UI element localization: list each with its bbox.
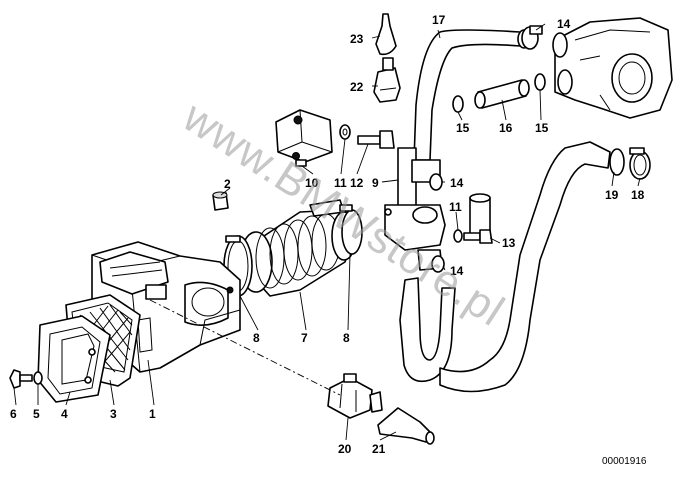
callout-10: 10 xyxy=(305,176,319,190)
clamp-8-right xyxy=(339,204,363,255)
callout-17: 17 xyxy=(432,13,446,27)
callout-1: 1 xyxy=(149,407,156,421)
intake-casting xyxy=(552,17,673,119)
callouts: 1 2 3 4 5 6 7 8 8 9 10 11 11 12 13 14 14… xyxy=(10,13,645,456)
clamp-14-low xyxy=(431,255,445,273)
callout-14-mid: 14 xyxy=(450,176,464,190)
washer-5 xyxy=(33,371,43,385)
seal-15-right xyxy=(534,73,546,91)
pipe-16 xyxy=(452,73,546,113)
callout-22: 22 xyxy=(350,80,364,94)
cap-23 xyxy=(375,13,397,56)
alignment-line xyxy=(149,299,341,396)
callout-19: 19 xyxy=(605,188,619,202)
callout-11-top: 11 xyxy=(334,176,347,190)
callout-13: 13 xyxy=(502,236,516,250)
callout-15-left: 15 xyxy=(456,121,470,135)
callout-12: 12 xyxy=(350,176,364,190)
callout-20: 20 xyxy=(338,442,352,456)
hose-17 xyxy=(399,29,625,393)
boot-21 xyxy=(377,407,435,445)
bolt-13 xyxy=(453,229,493,244)
callout-16: 16 xyxy=(499,121,513,135)
callout-9: 9 xyxy=(372,176,379,190)
sensor-22 xyxy=(373,57,401,103)
bracket-10 xyxy=(275,109,333,167)
hose-clamp-18 xyxy=(629,147,651,180)
cover-4 xyxy=(37,315,111,403)
idle-valve-9 xyxy=(384,147,446,273)
callout-23: 23 xyxy=(350,32,364,46)
callout-18: 18 xyxy=(631,188,645,202)
callout-11-right: 11 xyxy=(449,200,462,214)
callout-8-right: 8 xyxy=(343,331,350,345)
callout-14-top: 14 xyxy=(557,17,571,31)
callout-6: 6 xyxy=(10,407,17,421)
cap-2 xyxy=(212,191,229,211)
callout-8-left: 8 xyxy=(253,331,260,345)
callout-3: 3 xyxy=(110,407,117,421)
callout-4: 4 xyxy=(61,407,68,421)
washer-11 xyxy=(339,124,351,140)
clamp-14-mid xyxy=(429,173,443,191)
seal-15-left xyxy=(452,95,464,113)
leader-lines xyxy=(13,23,641,441)
screw-6 xyxy=(9,369,33,389)
callout-15-right: 15 xyxy=(535,121,549,135)
bolt-12 xyxy=(357,130,395,149)
callout-5: 5 xyxy=(33,407,40,421)
callout-21: 21 xyxy=(372,442,386,456)
callout-7: 7 xyxy=(301,331,308,345)
callout-14-low: 14 xyxy=(450,264,464,278)
drawing-code: 00001916 xyxy=(602,456,647,467)
connector-20 xyxy=(327,373,383,419)
clamp-14-top xyxy=(521,25,543,50)
callout-2: 2 xyxy=(224,177,231,191)
